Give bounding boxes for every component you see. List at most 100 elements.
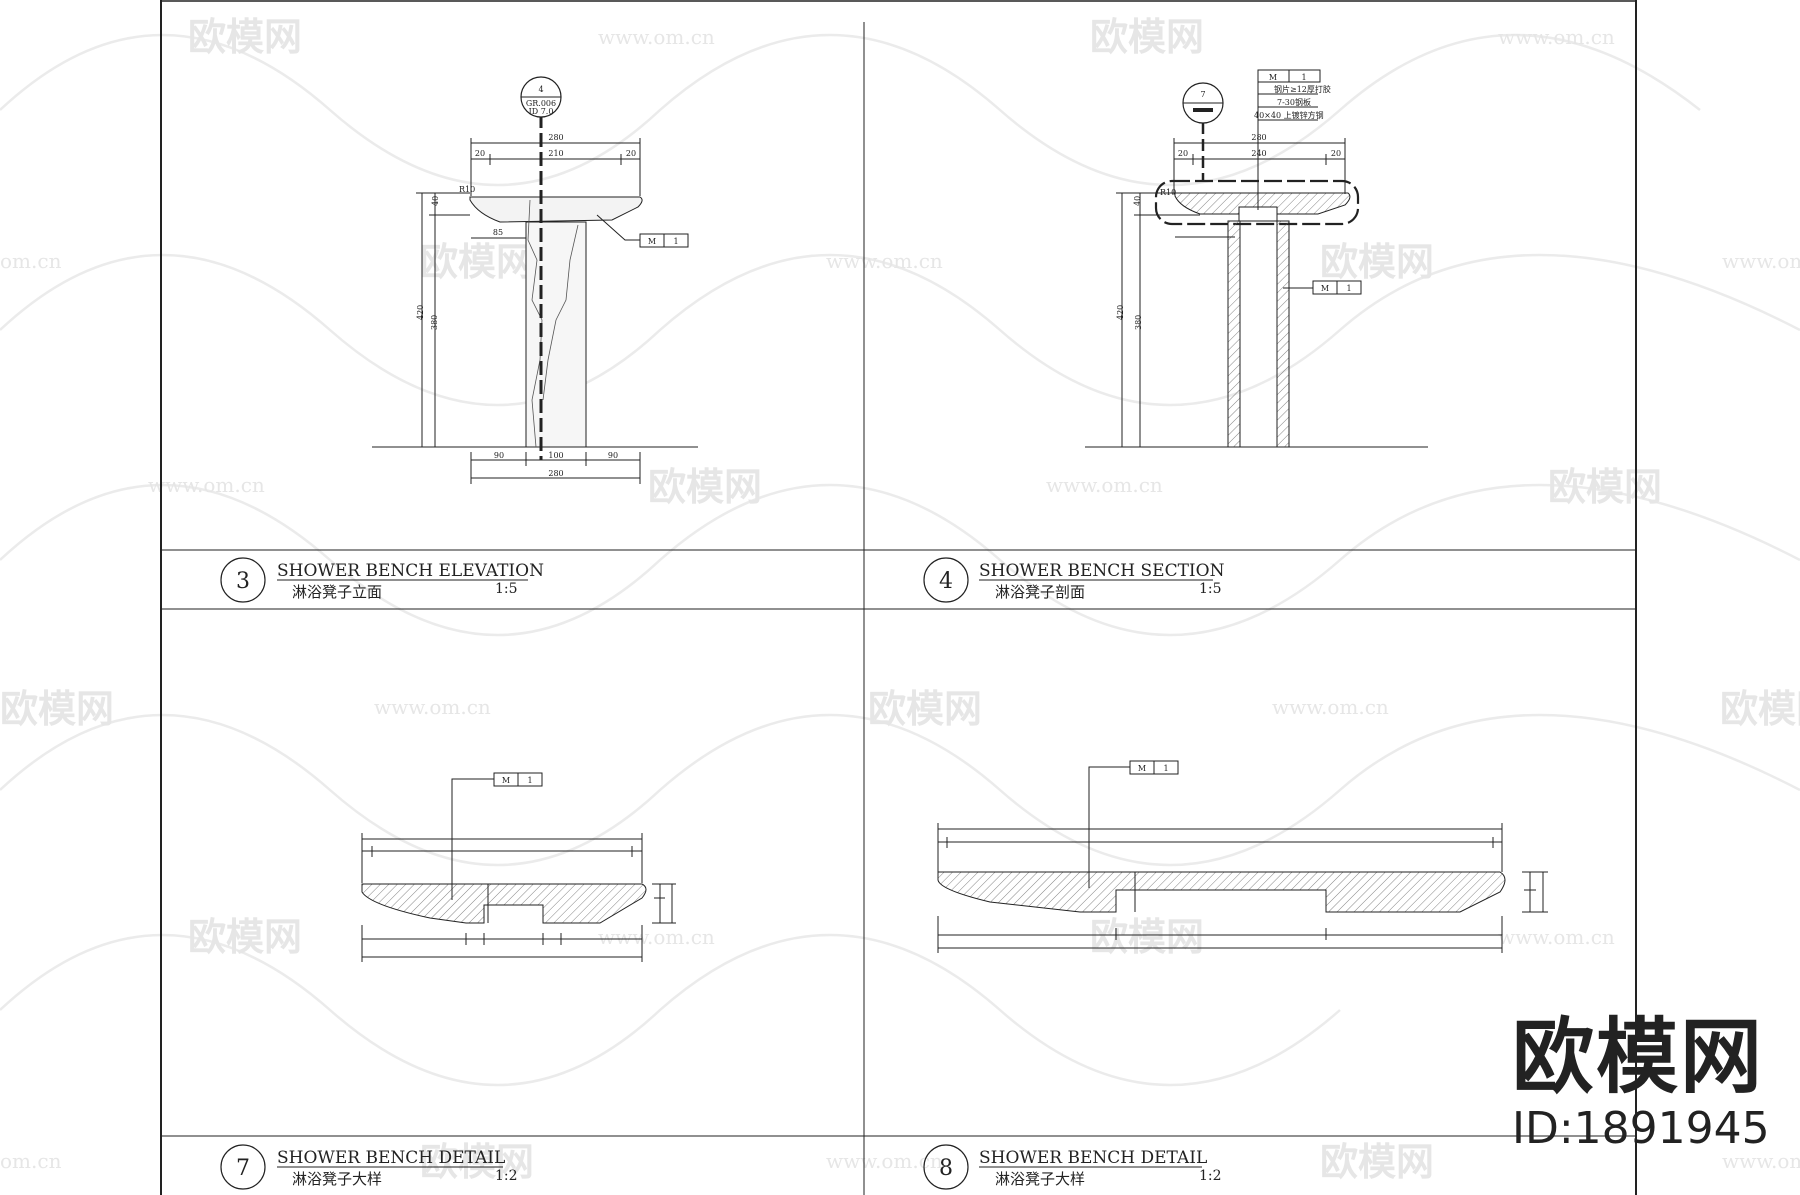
detail-7-labels: M 1 <box>502 776 533 785</box>
tag-code: M <box>648 237 656 246</box>
wm-url: www.om.cn <box>1272 695 1389 719</box>
dim-label: 90 <box>608 451 618 460</box>
panel-scale: 1:5 <box>1199 581 1222 597</box>
title-block-7: 7 SHOWER BENCH DETAIL 淋浴凳子大样 1:2 <box>220 1144 518 1190</box>
panel-scale: 1:2 <box>495 1168 518 1184</box>
wm-url-short: om.cn <box>0 249 62 273</box>
brand-id: ID:1891945 <box>1512 1103 1770 1154</box>
wm-url-short: om.cn <box>0 1149 62 1173</box>
wm-brand: 欧模网 <box>188 14 302 59</box>
dim-label: 100 <box>548 451 563 460</box>
callout-bottom: GR.006 <box>526 99 556 108</box>
dim-label: 20 <box>1178 149 1188 158</box>
panel-title-cn: 淋浴凳子大样 <box>995 1170 1085 1188</box>
watermark-text-layer: 欧模网 www.om.cn 欧模网 www.om.cn om.cn 欧模网 ww… <box>0 14 1800 1184</box>
sheet-frame <box>160 0 1637 1195</box>
panel-scale: 1:2 <box>1199 1168 1222 1184</box>
dim-label: R10 <box>459 185 475 194</box>
wm-url: www.om.cn <box>1498 925 1615 949</box>
wm-url: www.om.cn <box>826 1149 943 1173</box>
panel-title-en: SHOWER BENCH SECTION <box>979 561 1225 581</box>
wm-url: www.om.cn <box>1722 249 1800 273</box>
panel-title-cn: 淋浴凳子立面 <box>292 583 382 601</box>
panel-title-cn: 淋浴凳子剖面 <box>995 583 1085 601</box>
callout-top: 7 <box>1200 90 1205 99</box>
wm-url: www.om.cn <box>1046 473 1163 497</box>
callout-bottom: ID 7.0 <box>529 107 554 116</box>
panel-title-en: SHOWER BENCH ELEVATION <box>277 561 544 581</box>
wm-url: www.om.cn <box>598 925 715 949</box>
dim-label: 20 <box>475 149 485 158</box>
tag-num: 1 <box>1163 764 1168 773</box>
dim-label: 420 <box>416 305 425 320</box>
dim-label: 90 <box>494 451 504 460</box>
elevation-drawing <box>372 76 698 484</box>
wm-brand: 欧模网 <box>1320 239 1434 284</box>
dim-label: 40 <box>431 196 440 206</box>
wm-url: www.om.cn <box>1498 25 1615 49</box>
wm-brand: 欧模网 <box>0 686 114 731</box>
panel-number: 4 <box>939 569 953 594</box>
note-line: 7-30钢板 <box>1277 97 1311 107</box>
wm-brand: 欧模网 <box>868 686 982 731</box>
wm-url: www.om.cn <box>148 473 265 497</box>
note-line: 40×40 上镀锌方钢 <box>1254 110 1324 120</box>
wm-url: www.om.cn <box>598 25 715 49</box>
wm-brand: 欧模网 <box>1090 14 1204 59</box>
panel-number: 7 <box>236 1156 250 1181</box>
panel-scale: 1:5 <box>495 581 518 597</box>
watermark-layer <box>0 33 1800 1087</box>
wm-brand: 欧模网 <box>648 464 762 509</box>
dim-label: 380 <box>1134 315 1143 330</box>
wm-brand: 欧模网 <box>1090 914 1204 959</box>
section-drawing <box>1085 69 1428 448</box>
dim-label: 280 <box>548 133 563 142</box>
tag-code: M <box>1138 764 1146 773</box>
tag-code: M <box>502 776 510 785</box>
panel-number: 8 <box>939 1156 953 1181</box>
wm-brand: 欧模网 <box>1720 686 1800 731</box>
tag-code: M <box>1321 284 1329 293</box>
dim-label: 280 <box>548 469 563 478</box>
wm-url: www.om.cn <box>374 695 491 719</box>
panel-title-en: SHOWER BENCH DETAIL <box>277 1148 505 1168</box>
title-block-3: 3 SHOWER BENCH ELEVATION 淋浴凳子立面 1:5 <box>220 557 544 603</box>
detail-8-labels: M 1 <box>1138 764 1169 773</box>
note-line: 钢片≥12厚打胶 <box>1274 84 1331 94</box>
dim-label: 240 <box>1251 149 1266 158</box>
dim-label: 85 <box>493 228 503 237</box>
dim-label: 210 <box>548 149 563 158</box>
wm-brand: 欧模网 <box>1320 1139 1434 1184</box>
dim-label: 420 <box>1116 305 1125 320</box>
brand-name: 欧模网 <box>1512 1010 1765 1105</box>
tag-num: 1 <box>527 776 532 785</box>
callout-top: 4 <box>538 85 543 94</box>
wm-url: www.om.cn <box>1722 1149 1800 1173</box>
wm-url: www.om.cn <box>826 249 943 273</box>
brand-block: 欧模网 ID:1891945 <box>1512 1012 1800 1154</box>
dim-label: 40 <box>1133 196 1142 206</box>
dim-label: 380 <box>430 315 439 330</box>
title-block-8: 8 SHOWER BENCH DETAIL 淋浴凳子大样 1:2 <box>923 1144 1222 1190</box>
wm-brand: 欧模网 <box>1548 464 1662 509</box>
panel-number: 3 <box>236 569 250 594</box>
wm-brand: 欧模网 <box>420 239 534 284</box>
wm-brand: 欧模网 <box>420 1139 534 1184</box>
tag-num: 1 <box>673 237 678 246</box>
elevation-labels: 4 GR.006 ID 7.0 280 20 210 20 R10 40 420… <box>416 85 679 478</box>
dim-label: 280 <box>1251 133 1266 142</box>
dim-label: 20 <box>1331 149 1341 158</box>
panel-title-cn: 淋浴凳子大样 <box>292 1170 382 1188</box>
detail-8-drawing <box>937 760 1548 953</box>
section-labels: 7 M 1 钢片≥12厚打胶 7-30钢板 40×40 上镀锌方钢 280 20… <box>1116 73 1352 330</box>
wm-brand: 欧模网 <box>188 914 302 959</box>
title-block-4: 4 SHOWER BENCH SECTION 淋浴凳子剖面 1:5 <box>923 557 1225 603</box>
dim-label: 20 <box>626 149 636 158</box>
tag-code: M <box>1269 73 1277 82</box>
tag-num: 1 <box>1301 73 1306 82</box>
panel-title-en: SHOWER BENCH DETAIL <box>979 1148 1207 1168</box>
detail-7-drawing <box>361 772 676 962</box>
dim-label: R10 <box>1160 188 1176 197</box>
tag-num: 1 <box>1346 284 1351 293</box>
